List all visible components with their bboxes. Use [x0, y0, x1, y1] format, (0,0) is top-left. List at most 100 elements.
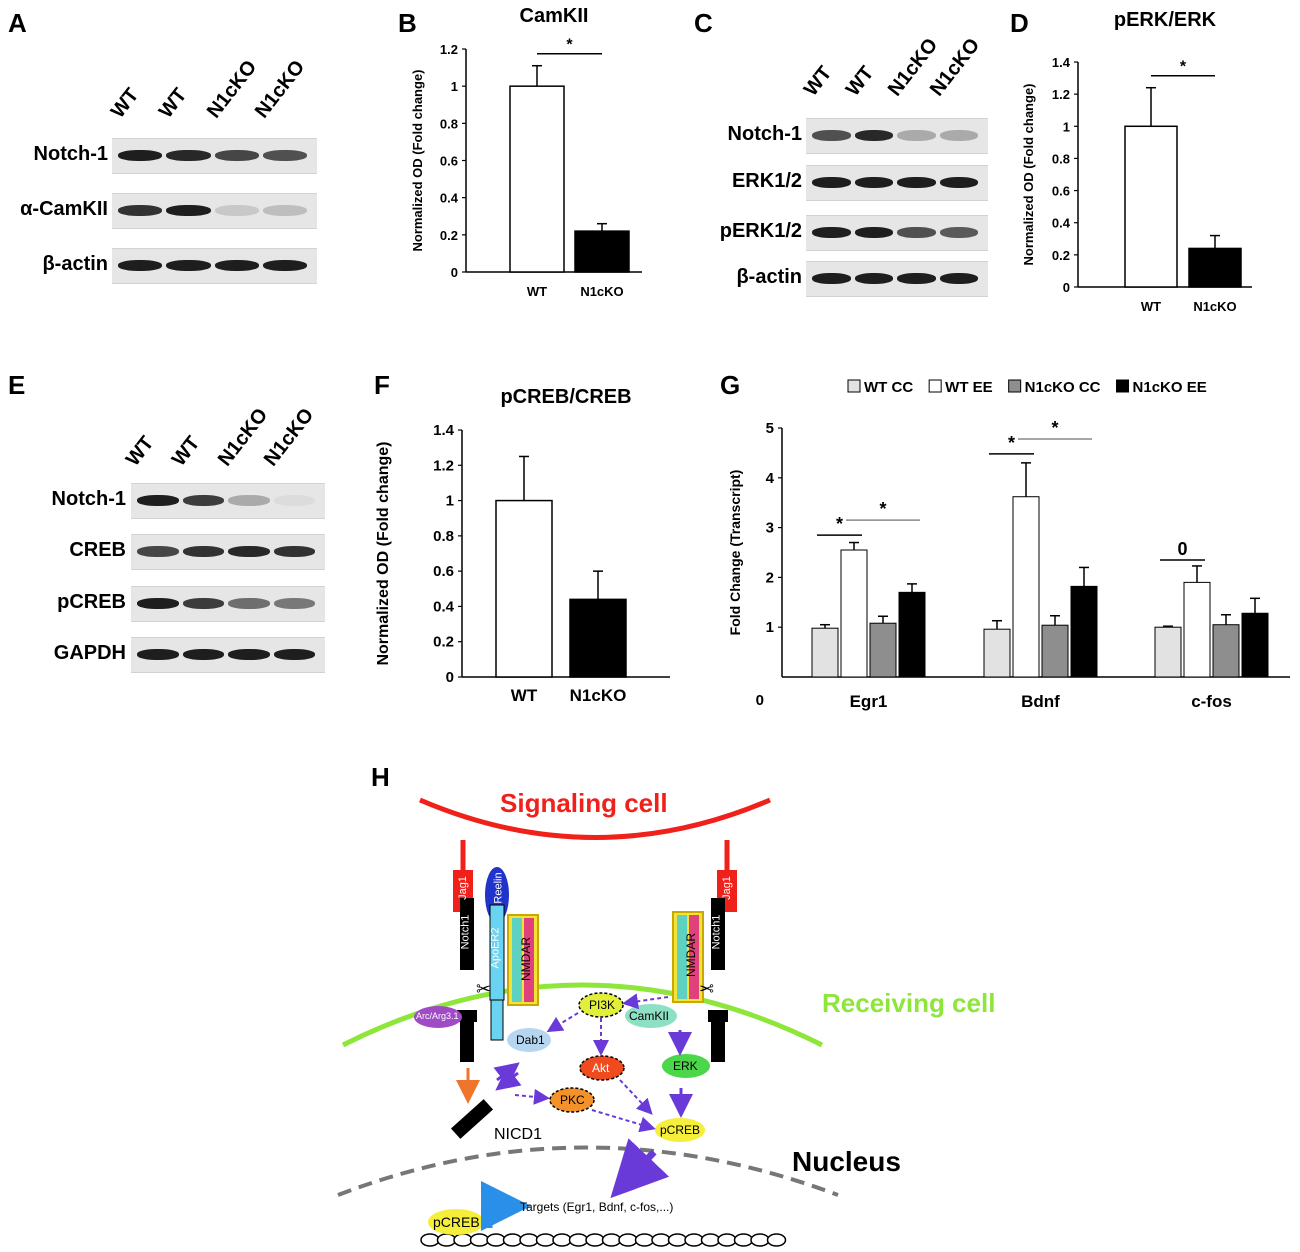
y-tick-label: 1: [1063, 119, 1070, 134]
nucleosome: [733, 1233, 754, 1247]
blot-band: [897, 129, 936, 141]
bar: [1212, 624, 1240, 678]
blot-row-label: CREB: [69, 539, 126, 561]
blot-band: [854, 272, 893, 284]
nucleosome: [535, 1233, 556, 1247]
nucleosome: [568, 1233, 589, 1247]
y-axis-label: Fold Change (Transcript): [727, 470, 743, 636]
panel-letter-d: D: [1010, 8, 1029, 38]
notch1-right-label: Notch1: [710, 914, 723, 950]
signaling-cell-label: Signaling cell: [500, 788, 668, 818]
blot-band: [137, 597, 179, 609]
pi3k-label: PI3K: [589, 998, 616, 1012]
y-tick-label: 0.6: [433, 563, 454, 580]
blot-band: [182, 597, 224, 609]
dab1-label: Dab1: [516, 1033, 545, 1047]
y-tick-label: 4: [766, 470, 775, 487]
chart-title: pERK/ERK: [1114, 9, 1217, 31]
y-tick-label: 0.4: [433, 598, 455, 615]
significance-marker: *: [1180, 59, 1187, 76]
reelin-label: Reelin: [492, 872, 505, 904]
nicd1-label: NICD1: [494, 1126, 543, 1143]
blot-band: [854, 176, 893, 188]
y-tick-label: 0.6: [1052, 184, 1070, 199]
x-tick-label: N1cKO: [580, 284, 623, 299]
blot-row-label: pERK1/2: [719, 220, 802, 242]
y-tick-label: 0.2: [440, 228, 458, 243]
nucleosome: [634, 1233, 655, 1247]
nucleosome: [585, 1233, 605, 1247]
nucleosome: [453, 1233, 473, 1247]
significance-marker: *: [836, 514, 843, 534]
bar: [574, 230, 630, 273]
blot-band: [897, 226, 936, 238]
blot-band: [214, 149, 259, 161]
y-tick-label: 0: [446, 669, 454, 686]
panel-letter-e: E: [8, 370, 26, 400]
nucleosome: [667, 1233, 688, 1247]
scissors-right-icon: ✂: [699, 979, 714, 999]
blot-band: [228, 648, 270, 660]
bar: [1070, 585, 1098, 678]
legend-swatch: [1116, 379, 1130, 393]
nmdar-right-label: NMDAR: [684, 933, 698, 977]
nucleosome: [552, 1233, 572, 1247]
x-tick-label: WT: [511, 686, 538, 705]
panel-letter-g: G: [720, 370, 741, 400]
blot-band: [228, 545, 270, 557]
legend-label: WT EE: [945, 379, 993, 396]
y-tick-label: 2: [766, 569, 774, 586]
receiving-cell-membrane: [341, 982, 824, 1048]
y-axis-label: Normalized OD (Fold change): [410, 69, 425, 251]
blot-band: [262, 149, 307, 161]
pcreb-label: pCREB: [660, 1123, 701, 1137]
arc-label: Arc/Arg3.1: [416, 1011, 459, 1021]
blot-band: [214, 259, 259, 271]
bar-charts: 0 0.2 0.4 0.6 0.8 1 1.2 Normalized OD (Fold cha…: [375, 5, 1290, 711]
jag1-left-label: Jag1: [456, 876, 469, 900]
erk-label: ERK: [673, 1059, 698, 1073]
nucleosome: [436, 1233, 457, 1247]
blot-band: [214, 204, 259, 216]
bar: [1041, 624, 1069, 678]
y-tick-label: 3: [766, 520, 774, 537]
blot-band: [262, 259, 307, 271]
blot-row-label: β-actin: [736, 266, 802, 288]
blot-band: [137, 545, 179, 557]
y-tick-label: 5: [766, 420, 774, 437]
blot-band: [854, 129, 893, 141]
y-tick-label: 0.4: [1052, 216, 1071, 231]
x-tick-label: WT: [527, 284, 547, 299]
x-tick-label: Bdnf: [1021, 692, 1060, 711]
blot-band: [273, 648, 315, 660]
blot-band: [897, 176, 936, 188]
origin-label: 0: [756, 692, 764, 709]
nucleus-label: Nucleus: [792, 1146, 901, 1177]
y-tick-label: 1.2: [433, 457, 454, 474]
panel-letter-c: C: [694, 8, 713, 38]
bar: [869, 622, 897, 678]
blot-row-label: ERK1/2: [731, 170, 802, 192]
scissors-left-icon: ✂: [476, 979, 491, 999]
blot-row-label: β-actin: [42, 253, 108, 275]
y-tick-label: 1.2: [1052, 87, 1070, 102]
blot-band: [854, 226, 893, 238]
bar: [509, 85, 565, 273]
significance-marker: 0: [1177, 539, 1187, 559]
dna-strand: [420, 1233, 787, 1247]
blot-band: [166, 149, 211, 161]
camkii-label: CamKII: [629, 1009, 670, 1023]
nucleosome: [502, 1233, 523, 1247]
blot-row-label: Notch-1: [51, 488, 126, 510]
blot-band: [118, 204, 163, 216]
apoer2-label: ApoER2: [489, 927, 502, 969]
blot-band: [262, 204, 307, 216]
blot-row-label: GAPDH: [53, 642, 126, 664]
bar: [1241, 612, 1269, 678]
y-tick-label: 0.8: [440, 116, 458, 131]
bar: [569, 598, 627, 678]
bar: [898, 591, 926, 678]
nucleosome: [420, 1233, 440, 1247]
bar: [983, 628, 1011, 678]
blot-band: [182, 545, 224, 557]
